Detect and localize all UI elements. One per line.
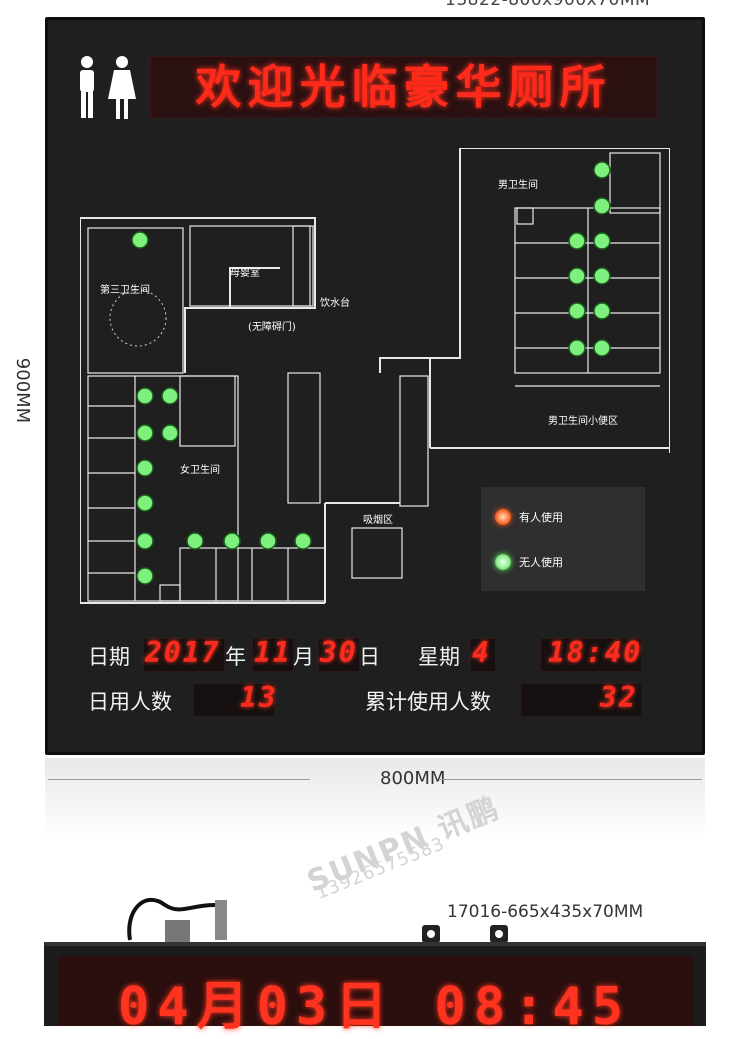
day-unit: 日: [359, 645, 380, 669]
mount-bracket-right: [490, 925, 508, 943]
day-value: 30: [320, 636, 358, 669]
occupancy-lights: [131, 161, 611, 585]
width-dimension-line-right: [440, 779, 702, 780]
legend-occupied-label: 有人使用: [519, 511, 563, 524]
weekday-label: 星期: [418, 645, 460, 669]
second-display-screen: 04月03日 08:45: [58, 956, 694, 1037]
month-value: 11: [254, 636, 292, 669]
weekday-value: 4: [472, 636, 491, 669]
day-display-bg: [318, 638, 360, 672]
total-count-label: 累计使用人数: [365, 690, 491, 714]
total-count-value: 32: [600, 681, 638, 714]
time-display-bg: [540, 638, 642, 672]
date-label: 日期: [88, 645, 130, 669]
welcome-ticker: 欢迎光临豪华厕所: [150, 56, 657, 118]
vacant-light-icon: [568, 302, 586, 320]
height-dimension: 900MM: [12, 357, 34, 424]
vacant-light-icon: [161, 387, 179, 405]
water-station-label: 饮水台: [320, 296, 350, 309]
product-caption-top: 13822-800x900x70MM: [445, 0, 651, 10]
time-value: 18:40: [548, 636, 643, 669]
product-caption-bottom: 17016-665x435x70MM: [447, 902, 644, 922]
daily-count-value: 13: [240, 681, 278, 714]
legend-box: 有人使用 无人使用: [481, 487, 645, 591]
vacant-light-icon: [593, 267, 611, 285]
weekday-display-bg: [470, 638, 496, 672]
vacant-light-icon: [593, 197, 611, 215]
vacant-light-icon: [568, 339, 586, 357]
vacant-light-icon: [568, 267, 586, 285]
vacant-light-icon: [136, 532, 154, 550]
third-wc-label: 第三卫生间: [100, 283, 150, 296]
vacant-light-icon: [136, 424, 154, 442]
power-cable: [127, 898, 227, 942]
vacant-light-icon: [136, 387, 154, 405]
second-display-text: 04月03日 08:45: [118, 977, 632, 1037]
month-display-bg: [252, 638, 294, 672]
barrier-free-door-label: (无障碍门): [248, 320, 296, 333]
width-dimension-line-left: [48, 779, 310, 780]
restroom-person-icon: [80, 56, 136, 119]
legend-vacant-label: 无人使用: [519, 556, 563, 569]
vacant-light-icon: [593, 161, 611, 179]
month-unit: 月: [293, 645, 314, 669]
year-value: 2017: [145, 636, 221, 669]
vacant-light-icon: [186, 532, 204, 550]
vacant-light-icon: [131, 231, 149, 249]
year-unit: 年: [225, 645, 246, 669]
vacant-light-icon: [294, 532, 312, 550]
panel-reflection: [45, 758, 705, 838]
male-wc-label: 男卫生间: [498, 178, 538, 191]
vacant-light-icon: [136, 459, 154, 477]
vacant-light-icon: [568, 232, 586, 250]
vacant-light-icon: [593, 302, 611, 320]
female-wc-label: 女卫生间: [180, 463, 220, 476]
width-dimension: 800MM: [380, 768, 446, 789]
smoking-area-label: 吸烟区: [363, 513, 393, 526]
floor-plan: 第三卫生间 母婴室 饮水台 (无障碍门) 女卫生间 吸烟区 男卫生间 男卫生间小…: [80, 148, 670, 604]
vacant-light-icon: [495, 554, 511, 570]
vacant-light-icon: [593, 232, 611, 250]
vacant-light-icon: [593, 339, 611, 357]
male-urinal-label: 男卫生间小便区: [548, 414, 618, 427]
vacant-light-icon: [161, 424, 179, 442]
legend-vacant: 无人使用: [495, 554, 563, 570]
total-count-display-bg: [520, 683, 642, 717]
occupied-light-icon: [495, 509, 511, 525]
vacant-light-icon: [223, 532, 241, 550]
year-display-bg: [143, 638, 225, 672]
vacant-light-icon: [136, 567, 154, 585]
vacant-light-icon: [259, 532, 277, 550]
daily-count-display-bg: [193, 683, 275, 717]
second-display-panel: 04月03日 08:45: [44, 942, 706, 1037]
vacant-light-icon: [136, 494, 154, 512]
legend-occupied: 有人使用: [495, 509, 563, 525]
mount-bracket-left: [422, 925, 440, 943]
daily-count-label: 日用人数: [88, 690, 172, 714]
baby-room-label: 母婴室: [230, 266, 260, 279]
